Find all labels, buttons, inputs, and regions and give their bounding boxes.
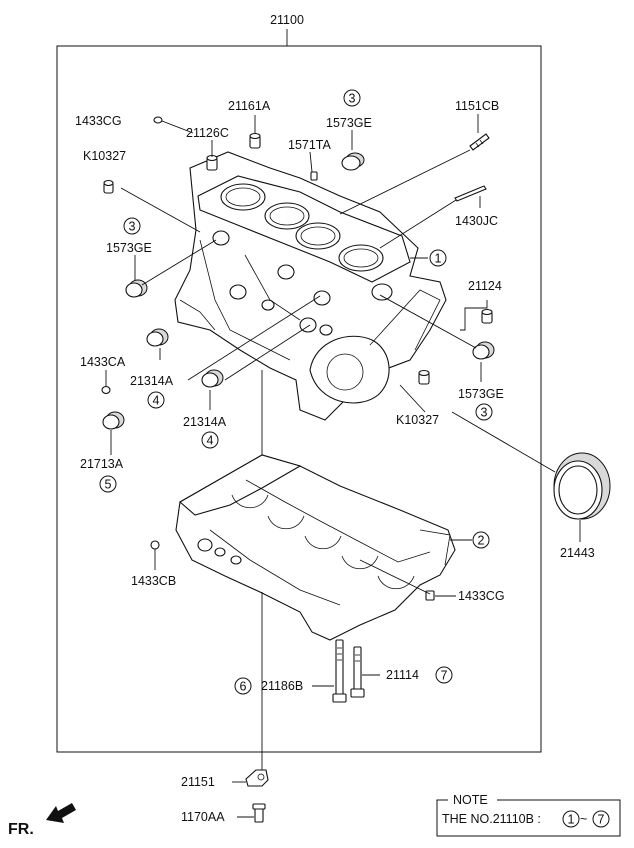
label-1433CB: 1433CB [131,574,176,588]
dowel-21161A [249,132,261,149]
svg-text:7: 7 [598,813,605,827]
label-1433CG-right: 1433CG [458,589,505,603]
label-1433CA: 1433CA [80,355,126,369]
dowel-21126C [206,154,218,171]
svg-text:7: 7 [441,669,448,683]
label-21114: 21114 [386,668,419,682]
callouts: 1 2 3 3 3 4 4 5 [99,89,493,695]
plug-21314A-mid [201,369,224,388]
plug-1573GE-top [341,152,365,171]
label-1573GE-left: 1573GE [106,241,152,255]
plug-21314A-left [146,328,169,347]
lower-crankcase [175,454,456,641]
note-range-sep: ~ [580,812,587,826]
label-K10327-right: K10327 [396,413,439,427]
label-1170AA: 1170AA [181,810,225,824]
label-21314A-mid: 21314A [183,415,227,429]
callout-3-right: 3 [475,403,493,421]
callout-3-left: 3 [123,217,141,235]
note-range-start: 1 [562,810,580,828]
front-direction-indicator: FR. [8,803,76,838]
label-1573GE-right: 1573GE [458,387,504,401]
label-21314A-left: 21314A [130,374,174,388]
svg-text:4: 4 [153,394,160,408]
svg-text:4: 4 [207,434,214,448]
plug-21713A [102,411,125,430]
svg-text:6: 6 [240,680,247,694]
clip-21151 [245,769,269,787]
note-box: NOTE THE NO.21110B : 1 ~ 7 [436,793,621,837]
bolt-1170AA [252,803,266,823]
label-1430JC: 1430JC [455,214,498,228]
plug-1573GE-left [125,279,148,298]
callout-6: 6 [234,677,252,695]
dowel-K10327-top [103,179,114,194]
label-21443: 21443 [560,546,595,560]
callout-2: 2 [472,531,490,549]
part-labels: 1433CG 21161A 21126C 1151CB K10327 1571T… [75,99,595,824]
label-K10327-top: K10327 [83,149,126,163]
plug-1573GE-right [472,341,495,360]
callout-1: 1 [429,249,447,267]
svg-text:3: 3 [349,92,356,106]
callout-5: 5 [99,475,117,493]
plug-1433CA [101,385,111,395]
callout-4-mid: 4 [201,431,219,449]
stud-1151CB [469,133,490,151]
pin-1571TA [310,171,318,181]
callout-4-left: 4 [147,391,165,409]
arrow-icon [46,803,76,823]
svg-text:2: 2 [478,534,485,548]
plug-1433CG-top [153,116,194,134]
leader-lines [105,114,581,818]
pin-1430JC [454,185,487,202]
label-21186B: 21186B [261,679,303,693]
svg-text:1: 1 [568,813,575,827]
svg-text:3: 3 [481,406,488,420]
label-1151CB: 1151CB [455,99,499,113]
dowel-K10327-right [418,369,430,385]
bolt-21114 [350,646,365,698]
plug-1433CB [150,540,160,550]
svg-text:3: 3 [129,220,136,234]
label-21713A: 21713A [80,457,124,471]
label-21161A: 21161A [228,99,271,113]
label-21126C: 21126C [186,126,229,140]
label-21151: 21151 [181,775,215,789]
cylinder-block [174,151,447,421]
assembly-frame [56,45,542,753]
callout-3-top: 3 [343,89,361,107]
callout-7: 7 [435,666,453,684]
assembly-number: 21100 [270,13,304,27]
note-range-end: 7 [592,810,610,828]
note-title: NOTE [453,793,488,807]
oil-seal-21443 [553,452,611,520]
svg-text:1: 1 [435,252,442,266]
label-1571TA: 1571TA [288,138,332,152]
label-21124: 21124 [468,279,502,293]
label-1573GE-top: 1573GE [326,116,372,130]
bolt-21186B [332,639,347,703]
label-1433CG-top: 1433CG [75,114,122,128]
note-text: THE NO.21110B : [442,812,541,826]
front-label: FR. [8,821,34,838]
dowel-21124 [481,308,493,324]
svg-text:5: 5 [105,478,112,492]
